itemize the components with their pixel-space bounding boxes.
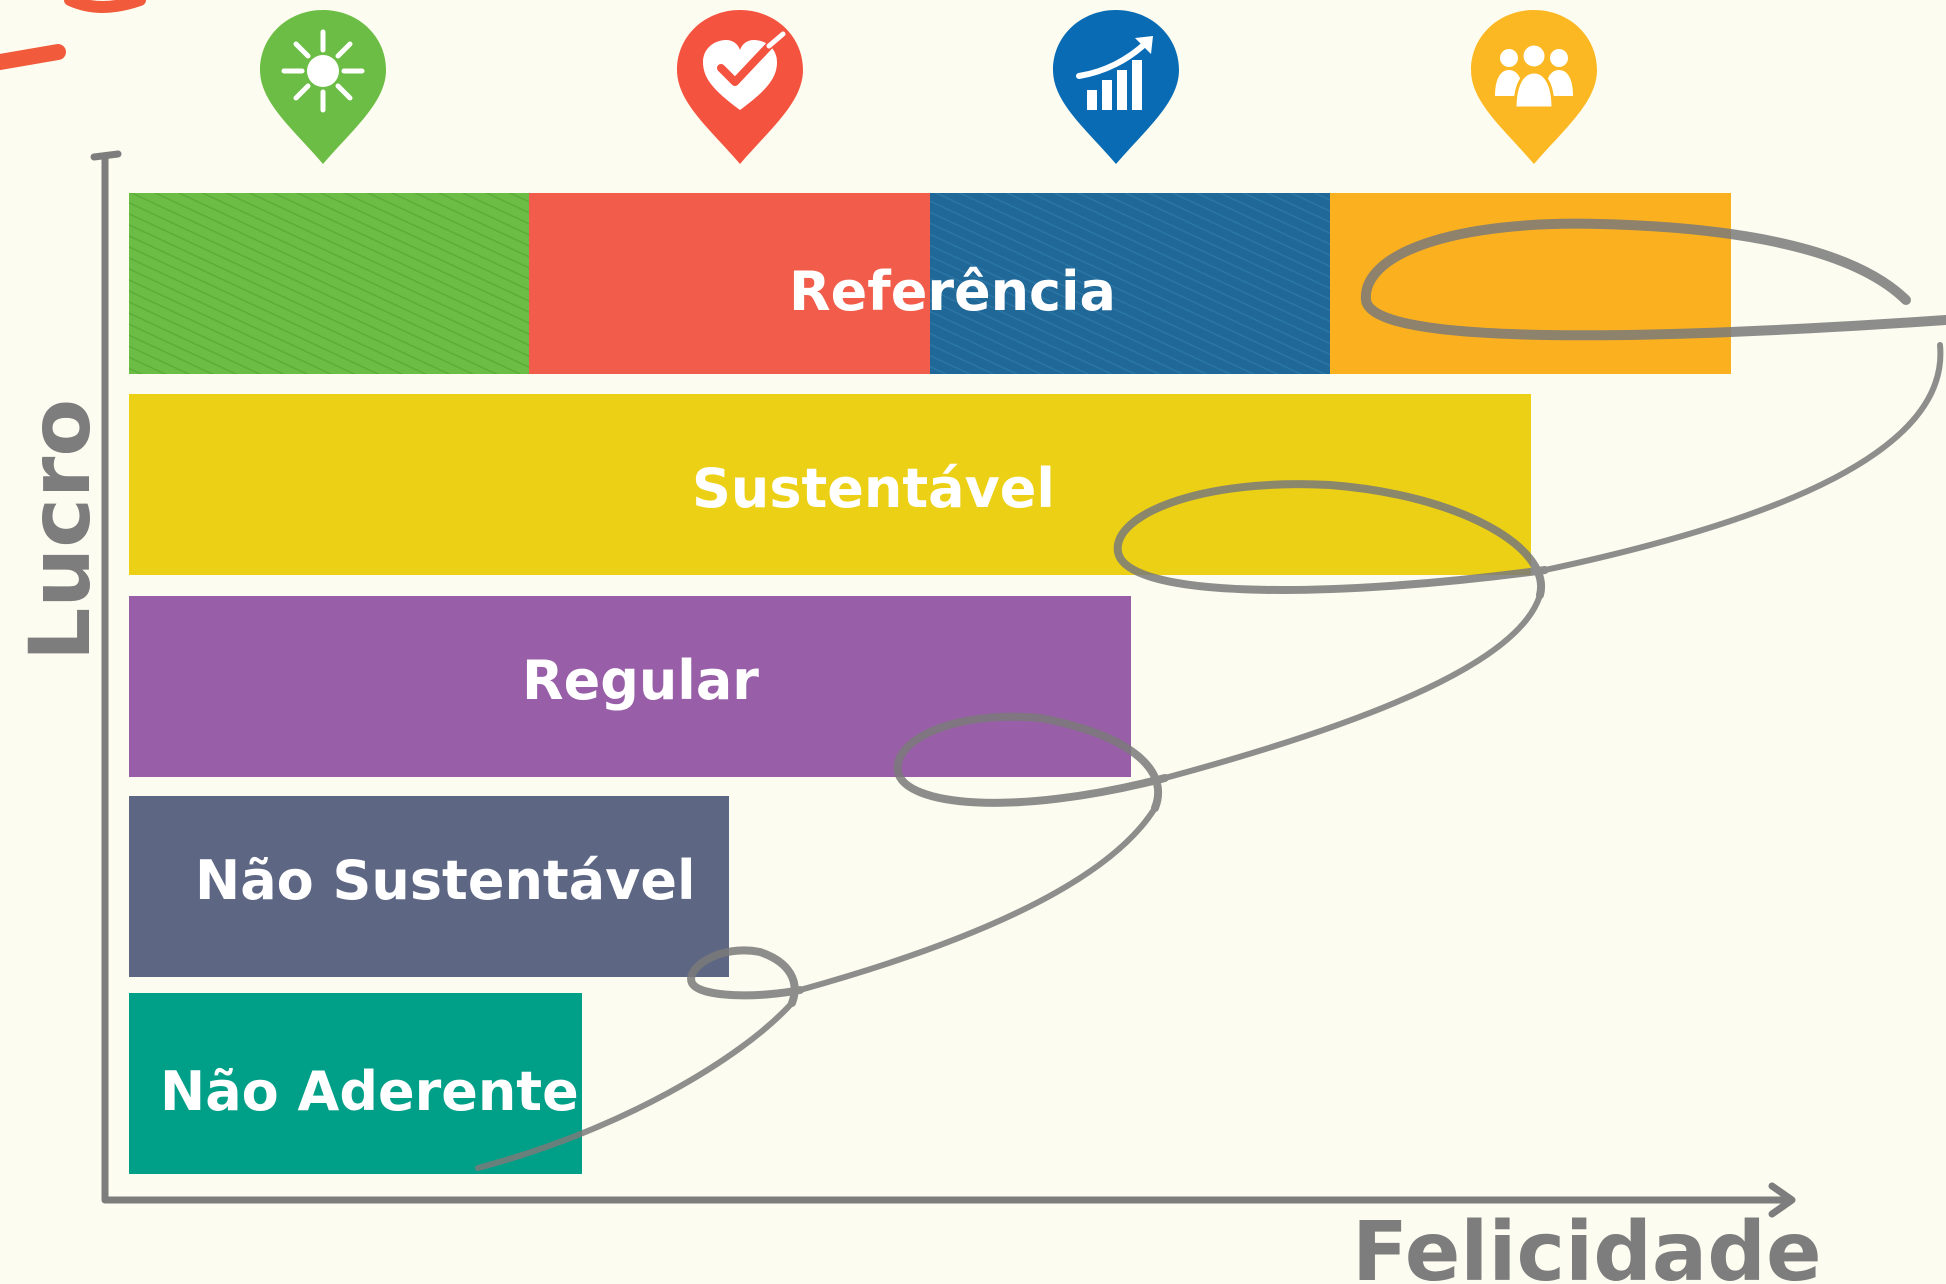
bar-referencia-segment-heart [529, 193, 930, 374]
y-axis-arrowhead [90, 150, 122, 161]
bar-regular [129, 596, 1131, 777]
level-label-regular: Regular [522, 649, 759, 712]
level-label-nao-aderente: Não Aderente [160, 1060, 579, 1123]
sun-pin-icon [260, 10, 386, 164]
bar-nao-sustentavel [129, 796, 729, 977]
bar-referencia-segment-chart [930, 193, 1330, 374]
level-label-nao-sustentavel: Não Sustentável [195, 849, 696, 912]
y-axis-line [101, 153, 1794, 1204]
bar-referencia-segment-sun [129, 193, 529, 374]
x-axis-title: Felicidade [1352, 1205, 1822, 1284]
y-axis-title: Lucro [11, 398, 109, 662]
bar-nao-aderente [129, 993, 582, 1174]
level-label-referencia: Referência [789, 260, 1116, 323]
x-axis-arrowhead [1768, 1182, 1796, 1218]
level-label-sustentavel: Sustentável [692, 457, 1055, 520]
heart-check-pin-icon [677, 10, 803, 164]
people-group-pin-icon [1471, 10, 1597, 164]
growth-chart-pin-icon [1053, 10, 1179, 164]
